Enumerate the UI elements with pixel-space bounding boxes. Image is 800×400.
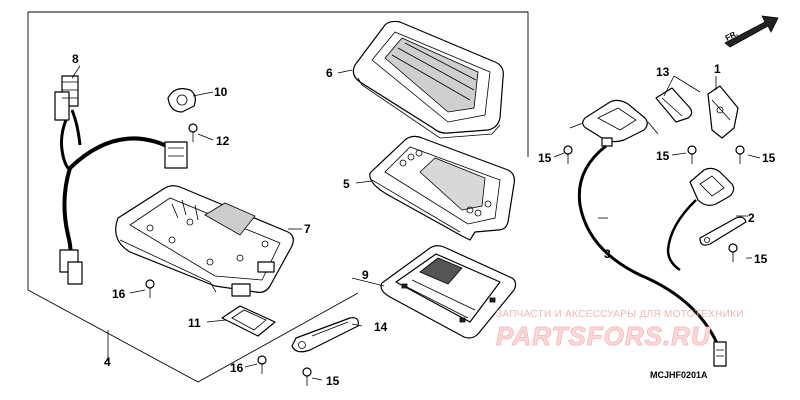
meter-seal [380, 245, 517, 339]
watermark-tagline: ЗАПЧАСТИ И АКСЕССУАРЫ ДЛЯ МОТОТЕХНИКИ [496, 309, 744, 320]
meter-base [115, 185, 294, 293]
callout-12: 12 [216, 134, 230, 148]
sensor-unit [569, 99, 659, 147]
connector-bracket [221, 283, 276, 337]
callout-9: 9 [362, 268, 369, 282]
callout-6: 6 [326, 66, 333, 80]
leader-lines [71, 65, 761, 381]
screw-16-b [257, 355, 267, 374]
callout-10: 10 [214, 85, 228, 99]
callout-5: 5 [343, 177, 350, 191]
screw-12 [188, 123, 198, 142]
callout-2: 2 [748, 211, 755, 225]
screw-15-c [687, 145, 697, 164]
drawing-code: MCJHF0201A [650, 370, 708, 380]
screw-16-a [145, 279, 155, 298]
callout-15-c: 15 [762, 151, 776, 165]
stay-bracket [291, 317, 359, 353]
screw-15-d [735, 145, 745, 164]
callout-1: 1 [714, 62, 721, 76]
callout-15-e: 15 [326, 374, 340, 388]
callout-7: 7 [304, 222, 311, 236]
switch-plate-2 [699, 216, 747, 246]
sensor-bracket-13 [655, 87, 693, 123]
callout-15-d: 15 [754, 252, 768, 266]
meter-cover [352, 20, 504, 139]
sensor-cable-3 [577, 144, 727, 367]
screw-15-e [728, 243, 738, 262]
callout-4: 4 [104, 355, 111, 369]
callout-11: 11 [188, 316, 201, 330]
switch-unit [689, 167, 735, 206]
screw-15-b [563, 145, 573, 164]
callout-16-a: 16 [112, 287, 126, 301]
callout-8: 8 [72, 52, 79, 66]
sensor-bracket-1 [707, 85, 739, 139]
front-direction-arrow: FR. [724, 15, 779, 48]
callout-14: 14 [374, 320, 388, 334]
callout-3: 3 [604, 247, 611, 261]
callout-labels: 1 2 3 4 5 6 7 8 9 10 11 12 13 14 15 15 1… [72, 52, 776, 388]
clamp [167, 88, 196, 113]
wire-harness [54, 75, 188, 285]
assembly-frame [27, 11, 529, 383]
callout-15-a: 15 [538, 151, 552, 165]
callout-15-b: 15 [656, 149, 670, 163]
callout-16-b: 16 [230, 361, 244, 375]
screw-15-a [302, 367, 312, 386]
watermark: ЗАПЧАСТИ И АКСЕССУАРЫ ДЛЯ МОТОТЕХНИКИ PA… [496, 309, 744, 351]
callout-13: 13 [656, 65, 670, 79]
meter-case [369, 135, 515, 241]
watermark-logo: PARTSFORS.RU [496, 321, 711, 351]
